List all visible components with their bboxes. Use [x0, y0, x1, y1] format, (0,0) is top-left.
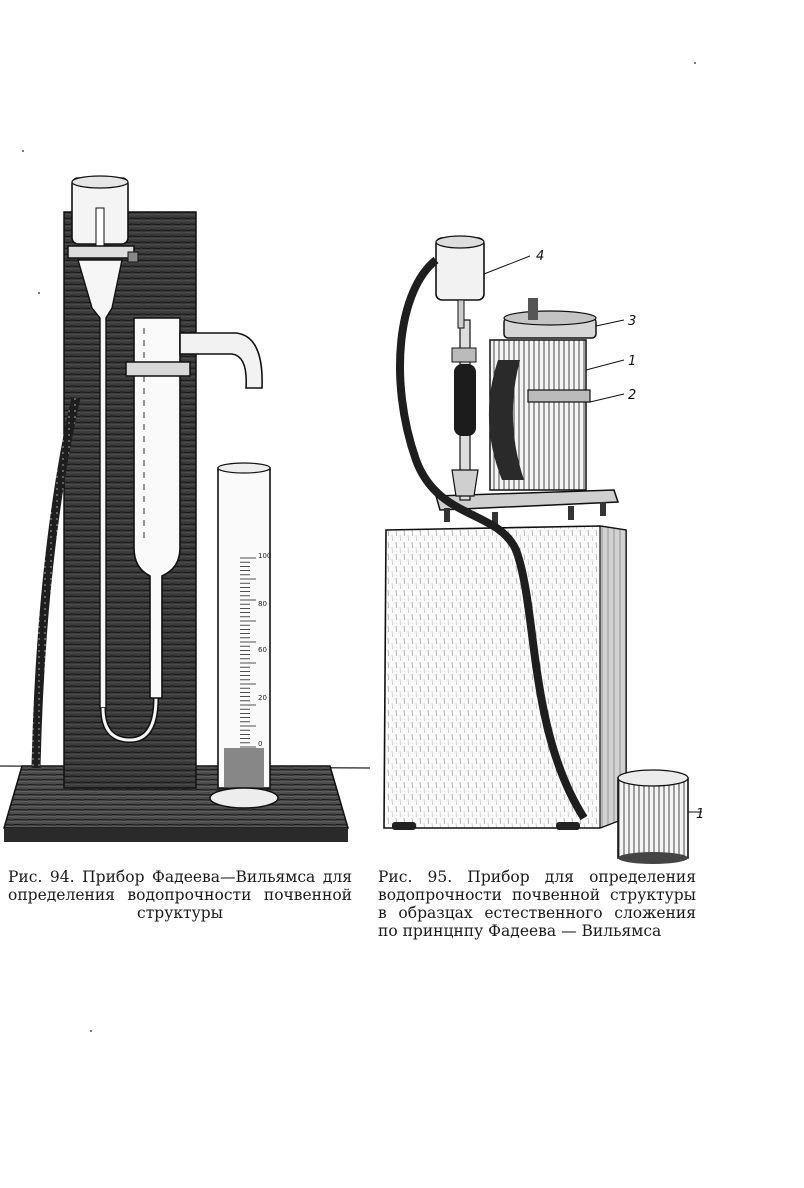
vessel-clamp — [67, 245, 135, 259]
figure-94-apparatus-drawing: 100 80 60 20 0 — [0, 175, 370, 842]
figure-95-apparatus-drawing: 4 3 1 2 1 — [383, 235, 704, 864]
caption-number: Рис. 94. — [8, 868, 75, 886]
caption-text: Прибор Фадеева—Вильямса для определения … — [8, 868, 352, 922]
glass-column — [133, 317, 181, 699]
caption-text: Прибор для определения водопрочности поч… — [378, 868, 697, 940]
overflow-spout — [179, 332, 263, 389]
figure-94-caption: Рис. 94. Прибор Фадеева—Вильямса для опр… — [8, 868, 352, 922]
part-label-4: 4 — [536, 249, 544, 264]
cylinder-scale-ticks — [240, 557, 256, 748]
part-label-2: 2 — [628, 388, 636, 403]
cylinder-foot — [209, 787, 279, 809]
rubber-hose — [31, 396, 81, 769]
scan-speck — [694, 62, 696, 64]
cylinder-scale-label: 60 — [258, 646, 267, 654]
cylinder-scale-label: 0 — [258, 740, 262, 748]
cylinder-sediment — [224, 748, 264, 788]
collection-can — [617, 777, 689, 859]
box-foot — [392, 822, 416, 830]
cylinder-scale-label: 20 — [258, 694, 267, 702]
rubber-hose — [396, 256, 588, 821]
column-clamp — [125, 361, 191, 377]
metal-base-plate — [435, 489, 620, 511]
scan-speck — [22, 150, 24, 152]
base-front-edge — [4, 828, 348, 842]
scan-speck — [90, 1030, 92, 1032]
part-label-1: 1 — [628, 354, 636, 369]
cylinder-scale-label: 100 — [258, 552, 271, 560]
black-weight — [454, 364, 476, 436]
cylinder-scale-label: 80 — [258, 600, 267, 608]
part-label-3: 3 — [628, 314, 636, 329]
figure-95-caption: Рис. 95. Прибор для определения водопроч… — [378, 868, 696, 940]
part-label-1-can: 1 — [696, 807, 704, 822]
caption-number: Рис. 95. — [378, 868, 453, 886]
box-foot — [556, 822, 580, 830]
wooden-box — [383, 525, 627, 829]
scan-speck — [38, 292, 40, 294]
